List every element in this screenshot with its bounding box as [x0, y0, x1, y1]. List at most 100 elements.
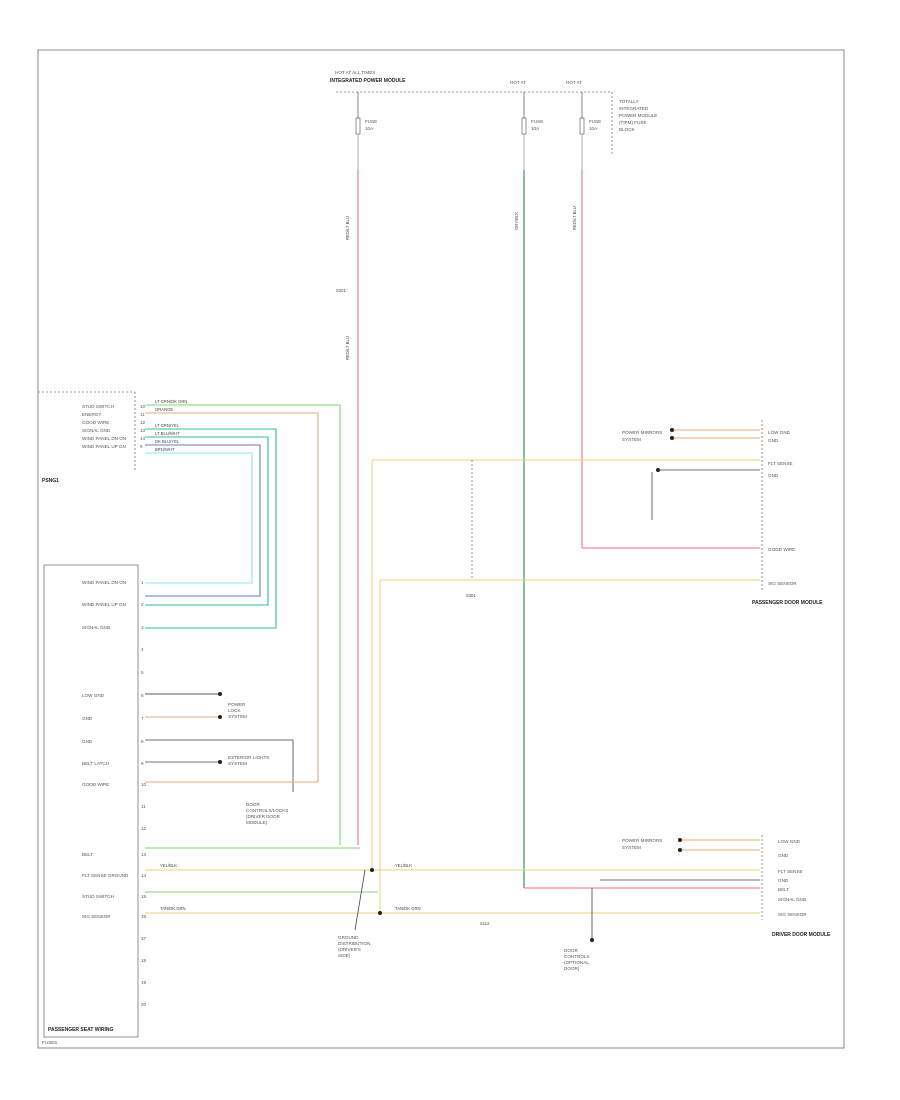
lu-pin-label-5: WIND PANEL DN ON — [82, 436, 126, 441]
left-upper-module-name: PSNG1 — [42, 478, 59, 484]
fuse-1: HOT AT ALL TIMES FUSE 10A — [335, 70, 377, 135]
ll-pin-label-6: GND — [82, 739, 93, 744]
left-upper-wires: LT GRN/DK GRN ORANGE LT GRN/YEL LT BLU/W… — [145, 399, 341, 845]
ll-pin-label-2: WIND PANEL UP ON — [82, 602, 126, 607]
wire-label-blue: DK BLU/YEL — [155, 439, 180, 444]
ground-splice: GROUND DISTRIBUTION (DRIVER'S SIDE) DOOR… — [338, 868, 594, 971]
rl-pin-label-5: BELT — [778, 887, 789, 892]
rl-pin-label-6: SIGNAL GND — [778, 897, 807, 902]
wire-label-yellow: YEL/BLK — [160, 863, 177, 868]
fuse-note-1: TOTALLY — [619, 99, 639, 104]
right-lower-module: LOW GND GND FLT SENSE GND BELT SIGNAL GN… — [600, 835, 831, 938]
wire-label-yellow-2: YEL/BLK — [395, 863, 412, 868]
left-lower-wires: POWER LOCK SYSTEM EXTERIOR LIGHTS SYSTEM… — [145, 692, 318, 825]
left-note-2b: SYSTEM — [228, 761, 247, 766]
bottom-note-c: (DRIVER'S — [338, 947, 361, 952]
fuse-3-value: 10A — [589, 126, 598, 131]
red-wire-label: RED/LT BLU — [345, 216, 350, 240]
ll-pin-num-1: 1 — [141, 580, 144, 585]
ll-pin-num-2: 2 — [141, 602, 144, 607]
fuse-2: HOT AT FUSE 10A — [510, 80, 543, 135]
lu-pin-num-4: 13 — [140, 428, 146, 433]
fuse-2-sub: FUSE — [531, 119, 543, 124]
lu-pin-num-1: 10 — [140, 404, 146, 409]
left-lower-module-name: PASSENGER SEAT WIRING — [48, 1027, 113, 1033]
lu-pin-num-3: 12 — [140, 420, 146, 425]
bottom-note-d: SIDE) — [338, 953, 351, 958]
ll-pin-label-11: STUD SWITCH — [82, 894, 114, 899]
rl-pin-label-7: SIG SENSOR — [778, 912, 807, 917]
ll-pin-num-17: 17 — [141, 936, 147, 941]
ll-pin-num-19: 19 — [141, 980, 147, 985]
ru-pin-label-5: GOOD WIRE — [768, 547, 795, 552]
ll-pin-num-16: 16 — [141, 914, 147, 919]
lu-pin-num-2: 11 — [140, 412, 145, 417]
splice-label-2: S301 — [466, 593, 476, 598]
right-lower-module-name: DRIVER DOOR MODULE — [772, 932, 831, 938]
wire-label-ltgreen: LT GRN/YEL — [155, 423, 180, 428]
right-note-3d: DOOR) — [564, 966, 580, 971]
ru-pin-label-3: FLT SENSE — [768, 461, 793, 466]
left-note-3c: (DRIVER DOOR — [246, 814, 281, 819]
left-note-3b: CONTROLS/LOCKS — [246, 808, 288, 813]
right-upper-module-name: PASSENGER DOOR MODULE — [752, 600, 823, 606]
fuse-1-sub: FUSE — [365, 119, 377, 124]
fuse-block-label: INTEGRATED POWER MODULE — [330, 78, 406, 84]
rl-pin-label-3: FLT SENSE — [778, 869, 803, 874]
ll-pin-num-13: 13 — [141, 852, 147, 857]
ll-pin-label-3: SIGNAL GND — [82, 625, 111, 630]
ll-pin-num-7: 7 — [141, 716, 144, 721]
ll-pin-label-12: SIG SENSOR — [82, 914, 111, 919]
rl-pin-label-4: GND — [778, 878, 789, 883]
ll-pin-label-5: GND — [82, 716, 93, 721]
bottom-note-a: GROUND — [338, 935, 359, 940]
diagram-frame — [37, 49, 845, 1049]
lu-pin-label-2: ENERGY — [82, 412, 101, 417]
lu-pin-label-3: GOOD WIRE — [82, 420, 109, 425]
fuse-3-sub: FUSE — [589, 119, 601, 124]
fuse-note-3: POWER MODULE — [619, 113, 657, 118]
ll-pin-num-4: 4 — [141, 647, 144, 652]
left-lower-module: PASSENGER SEAT WIRING FUSES WIND PANEL D… — [42, 564, 147, 1045]
right-note-1b: SYSTEM — [622, 437, 641, 442]
right-upper-module: LOW GND GND FLT SENSE GND GOOD WIRE SIG … — [622, 420, 823, 606]
ll-pin-label-4: LOW GND — [82, 693, 105, 698]
right-note-3c: (OPTIONAL — [564, 960, 589, 965]
bus-wires: YEL/BLK TAN/DK GRN YEL/BLK TAN/DK GRN S3… — [145, 459, 760, 926]
rl-pin-label-1: LOW GND — [778, 839, 801, 844]
left-upper-module: PSNG1 STUD SWITCH ENERGY GOOD WIRE SIGNA… — [38, 391, 146, 484]
left-note-1b: LOCK — [228, 708, 241, 713]
wire-label-orange: ORANGE — [155, 407, 173, 412]
ll-pin-num-15: 15 — [141, 894, 147, 899]
lu-pin-label-6: WIND PANEL UP ON — [82, 444, 126, 449]
power-feeds: S201 RED/LT BLU RED/LT BLU GRY/BLK RED/L… — [336, 134, 760, 889]
rl-pin-label-2: GND — [778, 853, 789, 858]
lu-pin-label-1: STUD SWITCH — [82, 404, 114, 409]
wire-label-teal: LT BLU/WHT — [155, 431, 180, 436]
left-lower-footer: FUSES — [42, 1040, 57, 1045]
right-note-2a: POWER MIRRORS — [622, 838, 662, 843]
ll-pin-num-14: 14 — [141, 873, 147, 878]
ru-pin-label-1: LOW GND — [768, 430, 791, 435]
splice-label-3: S112 — [480, 921, 490, 926]
ll-pin-num-12: 12 — [141, 826, 147, 831]
left-note-3d: MODULE) — [246, 820, 268, 825]
fuse-note-2: INTEGRATED — [619, 106, 649, 111]
ll-pin-num-9: 9 — [141, 761, 144, 766]
left-note-1a: POWER — [228, 702, 246, 707]
ll-pin-num-10: 10 — [141, 782, 147, 787]
fuse-2-label: HOT AT — [510, 80, 526, 85]
lu-pin-label-4: SIGNAL GND — [82, 428, 111, 433]
ll-pin-num-5: 5 — [141, 670, 144, 675]
right-note-3a: DOOR — [564, 948, 578, 953]
ll-pin-num-6: 6 — [141, 693, 144, 698]
red-wire-label-2: RED/LT BLU — [345, 336, 350, 360]
ll-pin-label-9: BELT — [82, 852, 93, 857]
wire-label-tan-2: TAN/DK GRN — [395, 906, 421, 911]
right-note-2b: SYSTEM — [622, 845, 641, 850]
wire-label-cyan: BRN/WHT — [155, 447, 175, 452]
ll-pin-num-11: 11 — [141, 804, 146, 809]
left-note-1c: SYSTEM — [228, 714, 247, 719]
fuse-note-5: BLOCK — [619, 127, 636, 132]
ll-pin-num-20: 20 — [141, 1002, 147, 1007]
